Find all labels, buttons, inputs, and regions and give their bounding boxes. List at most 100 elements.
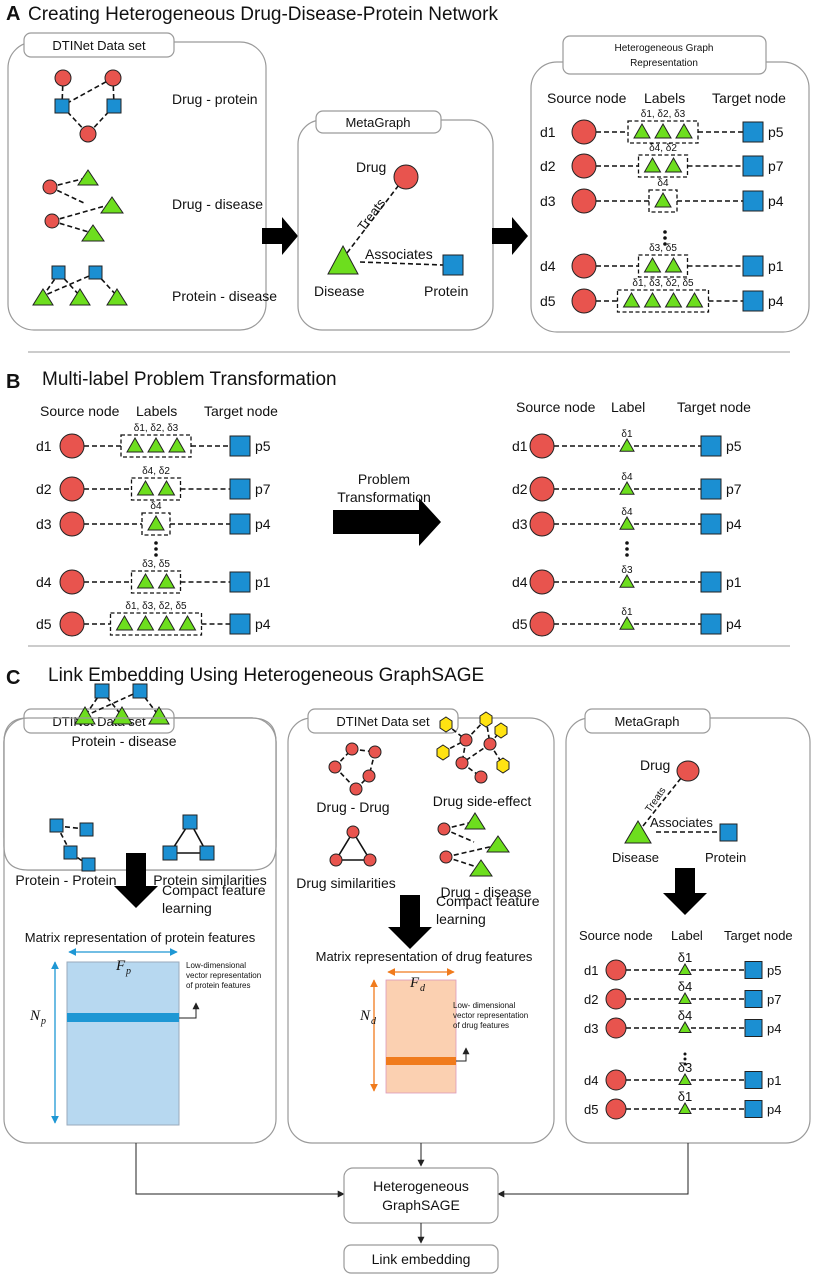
drug-node	[59, 511, 85, 537]
relation-label-text: δ4	[150, 501, 162, 512]
a-labels-header: Labels	[644, 90, 685, 106]
label-set-box	[109, 612, 203, 636]
target-node-label: p7	[255, 481, 271, 497]
disease-label-triangle	[619, 515, 635, 530]
c-drug-similarities-label: Drug similarities	[296, 875, 396, 891]
c-fd-label: F	[409, 975, 420, 991]
drug-node	[571, 188, 597, 214]
disease-label-triangle	[178, 614, 197, 631]
target-node-label: p1	[726, 574, 742, 590]
target-node-label: p1	[767, 1073, 781, 1088]
section-b-title: Multi-label Problem Transformation	[42, 369, 337, 390]
section-c: C Link Embedding Using Heterogeneous Gra…	[3, 665, 484, 916]
c-mg-associates: Associates	[650, 815, 713, 830]
disease-label-triangle	[115, 614, 134, 631]
c-protein-lowdim-line2: vector representation	[186, 971, 261, 980]
a-source-node-header: Source node	[547, 90, 627, 106]
drug-node	[571, 119, 597, 145]
label-set-box	[627, 120, 699, 144]
target-node-label: p7	[726, 481, 742, 497]
section-a: A Creating Heterogeneous Drug-Disease-Pr…	[6, 3, 810, 333]
c-protein-similarities-graph	[162, 814, 215, 861]
c-protein-similarities-label: Protein similarities	[153, 872, 267, 888]
c-protein-matrix	[66, 961, 180, 1126]
section-b-letter: B	[6, 371, 20, 393]
protein-node	[700, 571, 722, 593]
c-mid-tab	[307, 708, 459, 734]
disease-label-triangle	[157, 614, 176, 631]
protein-node	[700, 435, 722, 457]
disease-label-triangle	[678, 991, 692, 1004]
protein-node	[744, 1071, 763, 1089]
disease-label-triangle	[678, 1101, 692, 1114]
source-node-label: d1	[540, 124, 556, 140]
label-set-box	[637, 154, 689, 178]
c-protein-disease-graph	[74, 683, 170, 725]
protein-node	[744, 1100, 763, 1118]
target-node-label: p1	[768, 258, 784, 274]
disease-label-triangle	[664, 256, 683, 273]
target-node-label: p4	[767, 1021, 781, 1036]
section-b: B Multi-label Problem Transformation Sou…	[6, 369, 751, 637]
relation-label-text: δ3	[621, 565, 633, 576]
relation-label-text: δ4, δ2	[649, 143, 677, 154]
section-c-title: Link Embedding Using Heterogeneous Graph…	[48, 665, 484, 686]
c-protein-protein-label: Protein - Protein	[15, 872, 116, 888]
drug-node	[59, 476, 85, 502]
c-drug-lowdim-line2: vector representation	[453, 1011, 528, 1020]
c-drug-band-pointer	[456, 1047, 470, 1062]
c-fp-sub: p	[125, 966, 131, 977]
b-right-label-header: Label	[611, 399, 645, 415]
b-transformation-arrow	[333, 498, 441, 546]
source-node-label: d4	[512, 574, 528, 590]
relation-label-text: δ4	[657, 178, 669, 189]
a-mg-protein: Protein	[424, 283, 468, 299]
section-a-title: Creating Heterogeneous Drug-Disease-Prot…	[28, 4, 498, 25]
protein-node	[744, 990, 763, 1008]
c-drug-disease-graph	[437, 812, 510, 877]
c-drug-side-effect-graph	[436, 711, 510, 784]
source-node-label: d2	[540, 158, 556, 174]
c-graphsage-box	[343, 1167, 499, 1224]
disease-label-triangle	[619, 437, 635, 452]
a-hetgraph-tab-line1: Heterogeneous Graph	[615, 43, 714, 54]
disease-label-triangle	[675, 122, 693, 139]
disease-label-triangle	[136, 479, 155, 496]
source-node-label: d3	[36, 516, 52, 532]
target-node-label: p4	[726, 516, 742, 532]
relation-label-text: δ1, δ3, δ2, δ5	[632, 278, 694, 289]
c-link-embedding-box	[343, 1244, 499, 1274]
c-np-label: N	[29, 1008, 41, 1024]
c-left-compact-arrow	[114, 853, 158, 908]
relation-row: d4 δ3 p1	[512, 565, 742, 595]
c-drug-lowdim-line3: of drug features	[453, 1021, 509, 1030]
disease-label-triangle	[633, 122, 651, 139]
relation-label-text: δ4	[678, 979, 692, 994]
relation-label-text: δ4	[678, 1008, 692, 1023]
a-dataset-tab-label: DTINet Data set	[52, 38, 146, 53]
c-protein-band	[67, 1013, 179, 1022]
c-ellipsis-dots	[683, 1052, 687, 1066]
disease-label-triangle	[643, 291, 662, 308]
protein-node	[744, 1019, 763, 1037]
drug-node	[605, 1069, 627, 1091]
a-drug-disease-label: Drug - disease	[172, 196, 263, 212]
label-set-box	[637, 254, 689, 278]
target-node-label: p4	[255, 516, 271, 532]
disease-label-triangle	[136, 614, 155, 631]
drug-node	[59, 433, 85, 459]
c-drug-drug-label: Drug - Drug	[316, 799, 389, 815]
c-protein-matrix-title: Matrix representation of protein feature…	[25, 930, 256, 945]
c-left-compact-line2: learning	[162, 900, 212, 916]
